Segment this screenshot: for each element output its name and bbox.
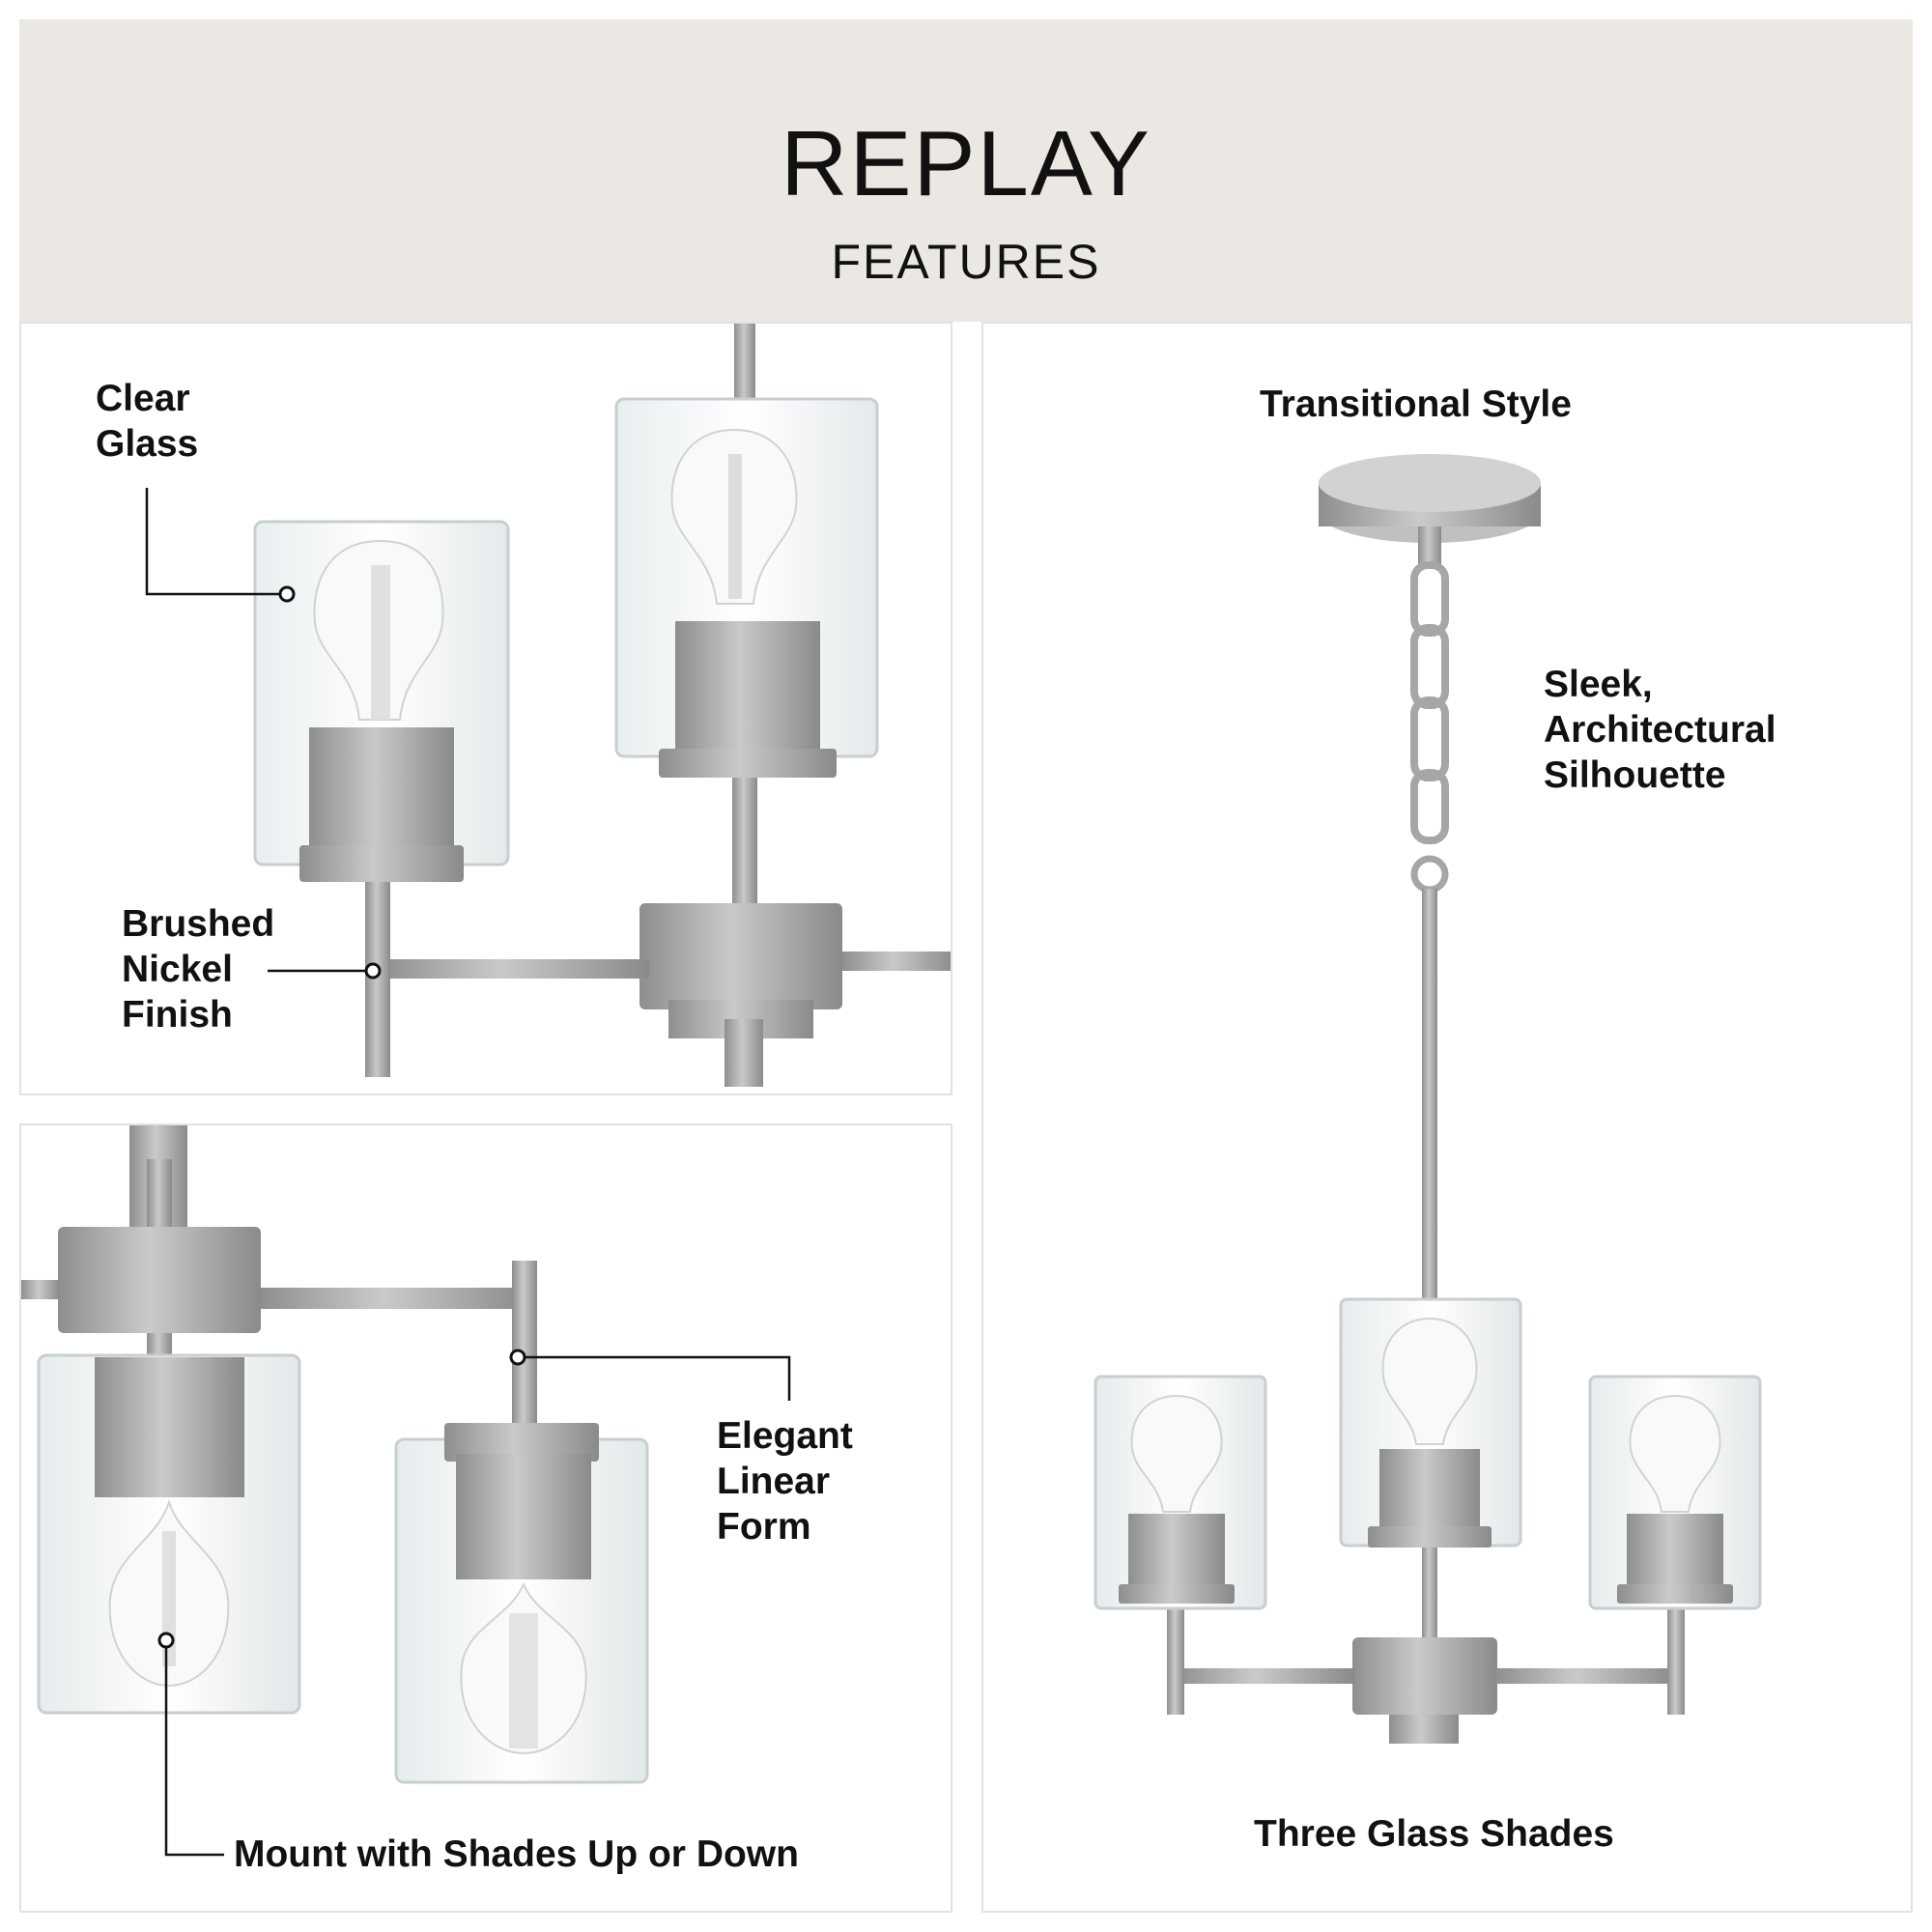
label-elegant-linear-form: Elegant Linear Form xyxy=(717,1415,853,1548)
label-mount-shades: Mount with Shades Up or Down xyxy=(234,1833,799,1875)
label-three-glass-shades: Three Glass Shades xyxy=(1254,1813,1614,1855)
label-sleek-silhouette: Sleek, Architectural Silhouette xyxy=(1544,664,1776,796)
fixture-closeup-bottom xyxy=(21,1125,791,1857)
detail-panel-bottom: Elegant Linear Form Mount with Shades Up… xyxy=(19,1123,952,1913)
fixture-full-view xyxy=(1094,454,1762,1744)
label-clear-glass: Clear Glass xyxy=(96,378,199,465)
page-subtitle: FEATURES xyxy=(831,235,1101,289)
label-transitional-style: Transitional Style xyxy=(1260,384,1572,425)
detail-panel-top: Clear Glass Brushed Nickel Finish xyxy=(19,322,952,1095)
page-title: REPLAY xyxy=(781,112,1151,215)
fixture-closeup-top xyxy=(145,324,951,1087)
full-view-panel: Transitional Style Sleek, Architectural … xyxy=(981,322,1913,1913)
header-banner: REPLAY FEATURES xyxy=(19,19,1913,322)
label-brushed-nickel: Brushed Nickel Finish xyxy=(122,903,275,1036)
